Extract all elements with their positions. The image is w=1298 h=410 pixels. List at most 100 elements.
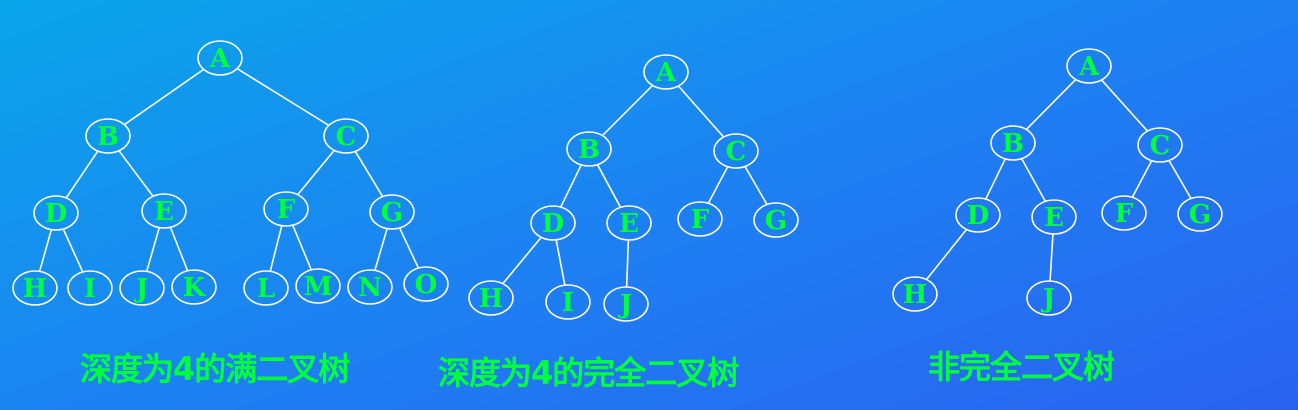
node-J: J — [603, 286, 649, 322]
node-A: A — [1066, 48, 1112, 84]
node-H: H — [12, 270, 58, 306]
caption-complete-binary-tree: 深度为4的完全二叉树 — [438, 354, 739, 392]
node-label: O — [415, 270, 438, 300]
node-label: C — [336, 122, 357, 152]
node-label: G — [765, 206, 787, 236]
edge-E-J — [1049, 233, 1054, 282]
node-J: J — [119, 270, 165, 306]
node-circle — [753, 202, 799, 238]
node-label: D — [542, 209, 565, 239]
node-circle — [85, 118, 131, 154]
node-circle — [955, 197, 1001, 233]
edge-A-B — [123, 68, 205, 126]
node-label: D — [45, 199, 68, 229]
node-label: G — [1189, 200, 1211, 230]
node-label: C — [726, 137, 747, 167]
node-F: F — [263, 191, 309, 227]
node-label: B — [97, 122, 119, 152]
node-label: B — [578, 135, 600, 165]
node-label: L — [257, 274, 275, 304]
node-E: E — [141, 193, 187, 229]
node-circle — [347, 269, 393, 305]
edge-B-D — [560, 164, 582, 208]
edge-C-G — [1168, 160, 1192, 199]
node-label: E — [1044, 203, 1064, 233]
node-F: F — [677, 201, 723, 237]
edge-C-G — [354, 150, 384, 198]
node-label: K — [183, 273, 207, 303]
node-circle — [243, 270, 289, 306]
node-H: H — [892, 276, 938, 312]
node-L: L — [243, 270, 289, 306]
node-label: D — [967, 201, 990, 231]
edge-A-C — [236, 67, 330, 127]
node-circle — [530, 205, 576, 241]
edge-C-F — [1131, 160, 1153, 198]
node-D: D — [33, 195, 79, 231]
node-circle — [713, 133, 759, 169]
node-E: E — [1031, 199, 1077, 235]
node-B: B — [990, 125, 1036, 161]
node-A: A — [643, 54, 689, 90]
node-circle — [323, 118, 369, 154]
node-N: N — [347, 269, 393, 305]
edge-D-I — [555, 239, 566, 286]
node-circle — [892, 276, 938, 312]
node-I: I — [67, 270, 113, 306]
node-circle — [566, 131, 612, 167]
caption-non-complete-binary-tree: 非完全二叉树 — [928, 348, 1115, 386]
node-label: F — [1115, 199, 1134, 229]
node-circle — [403, 266, 449, 302]
edge-E-K — [169, 226, 189, 272]
edge-D-H — [925, 228, 968, 281]
node-circle — [1177, 196, 1223, 232]
node-G: G — [1177, 196, 1223, 232]
edge-D-H — [502, 236, 542, 285]
node-label: A — [209, 44, 231, 74]
node-label: A — [1078, 52, 1100, 82]
node-circle — [171, 269, 217, 305]
node-C: C — [1137, 127, 1183, 163]
node-circle — [468, 280, 514, 316]
node-circle — [12, 270, 58, 306]
node-label: J — [1041, 284, 1055, 314]
node-F: F — [1101, 195, 1147, 231]
node-G: G — [369, 194, 415, 230]
node-C: C — [323, 118, 369, 154]
node-B: B — [85, 118, 131, 154]
edge-B-D — [65, 150, 99, 199]
node-B: B — [566, 131, 612, 167]
node-label: A — [655, 58, 677, 88]
node-circle — [119, 270, 165, 306]
node-label: J — [134, 274, 148, 304]
edge-A-C — [1100, 79, 1149, 132]
edge-D-H — [38, 229, 53, 272]
edge-E-J — [145, 227, 161, 272]
node-circle — [67, 270, 113, 306]
node-circle — [33, 195, 79, 231]
node-circle — [197, 40, 243, 76]
node-label: H — [479, 284, 504, 314]
edge-C-G — [744, 166, 768, 205]
edge-A-C — [677, 85, 725, 138]
edge-F-M — [291, 224, 313, 271]
node-A: A — [197, 40, 243, 76]
node-circle — [1031, 199, 1077, 235]
node-C: C — [713, 133, 759, 169]
node-label: E — [619, 209, 639, 239]
node-G: G — [753, 202, 799, 238]
edge-B-E — [1020, 158, 1047, 202]
node-circle — [606, 205, 652, 241]
node-label: F — [691, 205, 710, 235]
node-label: C — [1150, 131, 1171, 161]
node-label: H — [903, 280, 928, 310]
node-D: D — [530, 205, 576, 241]
node-circle — [677, 201, 723, 237]
edge-B-E — [118, 150, 154, 197]
node-label: F — [277, 195, 296, 225]
tree-non-complete: A B C D E F G H J — [892, 48, 1223, 316]
node-circle — [263, 191, 309, 227]
node-circle — [1026, 280, 1072, 316]
node-label: I — [562, 288, 574, 318]
edge-G-N — [374, 228, 388, 271]
